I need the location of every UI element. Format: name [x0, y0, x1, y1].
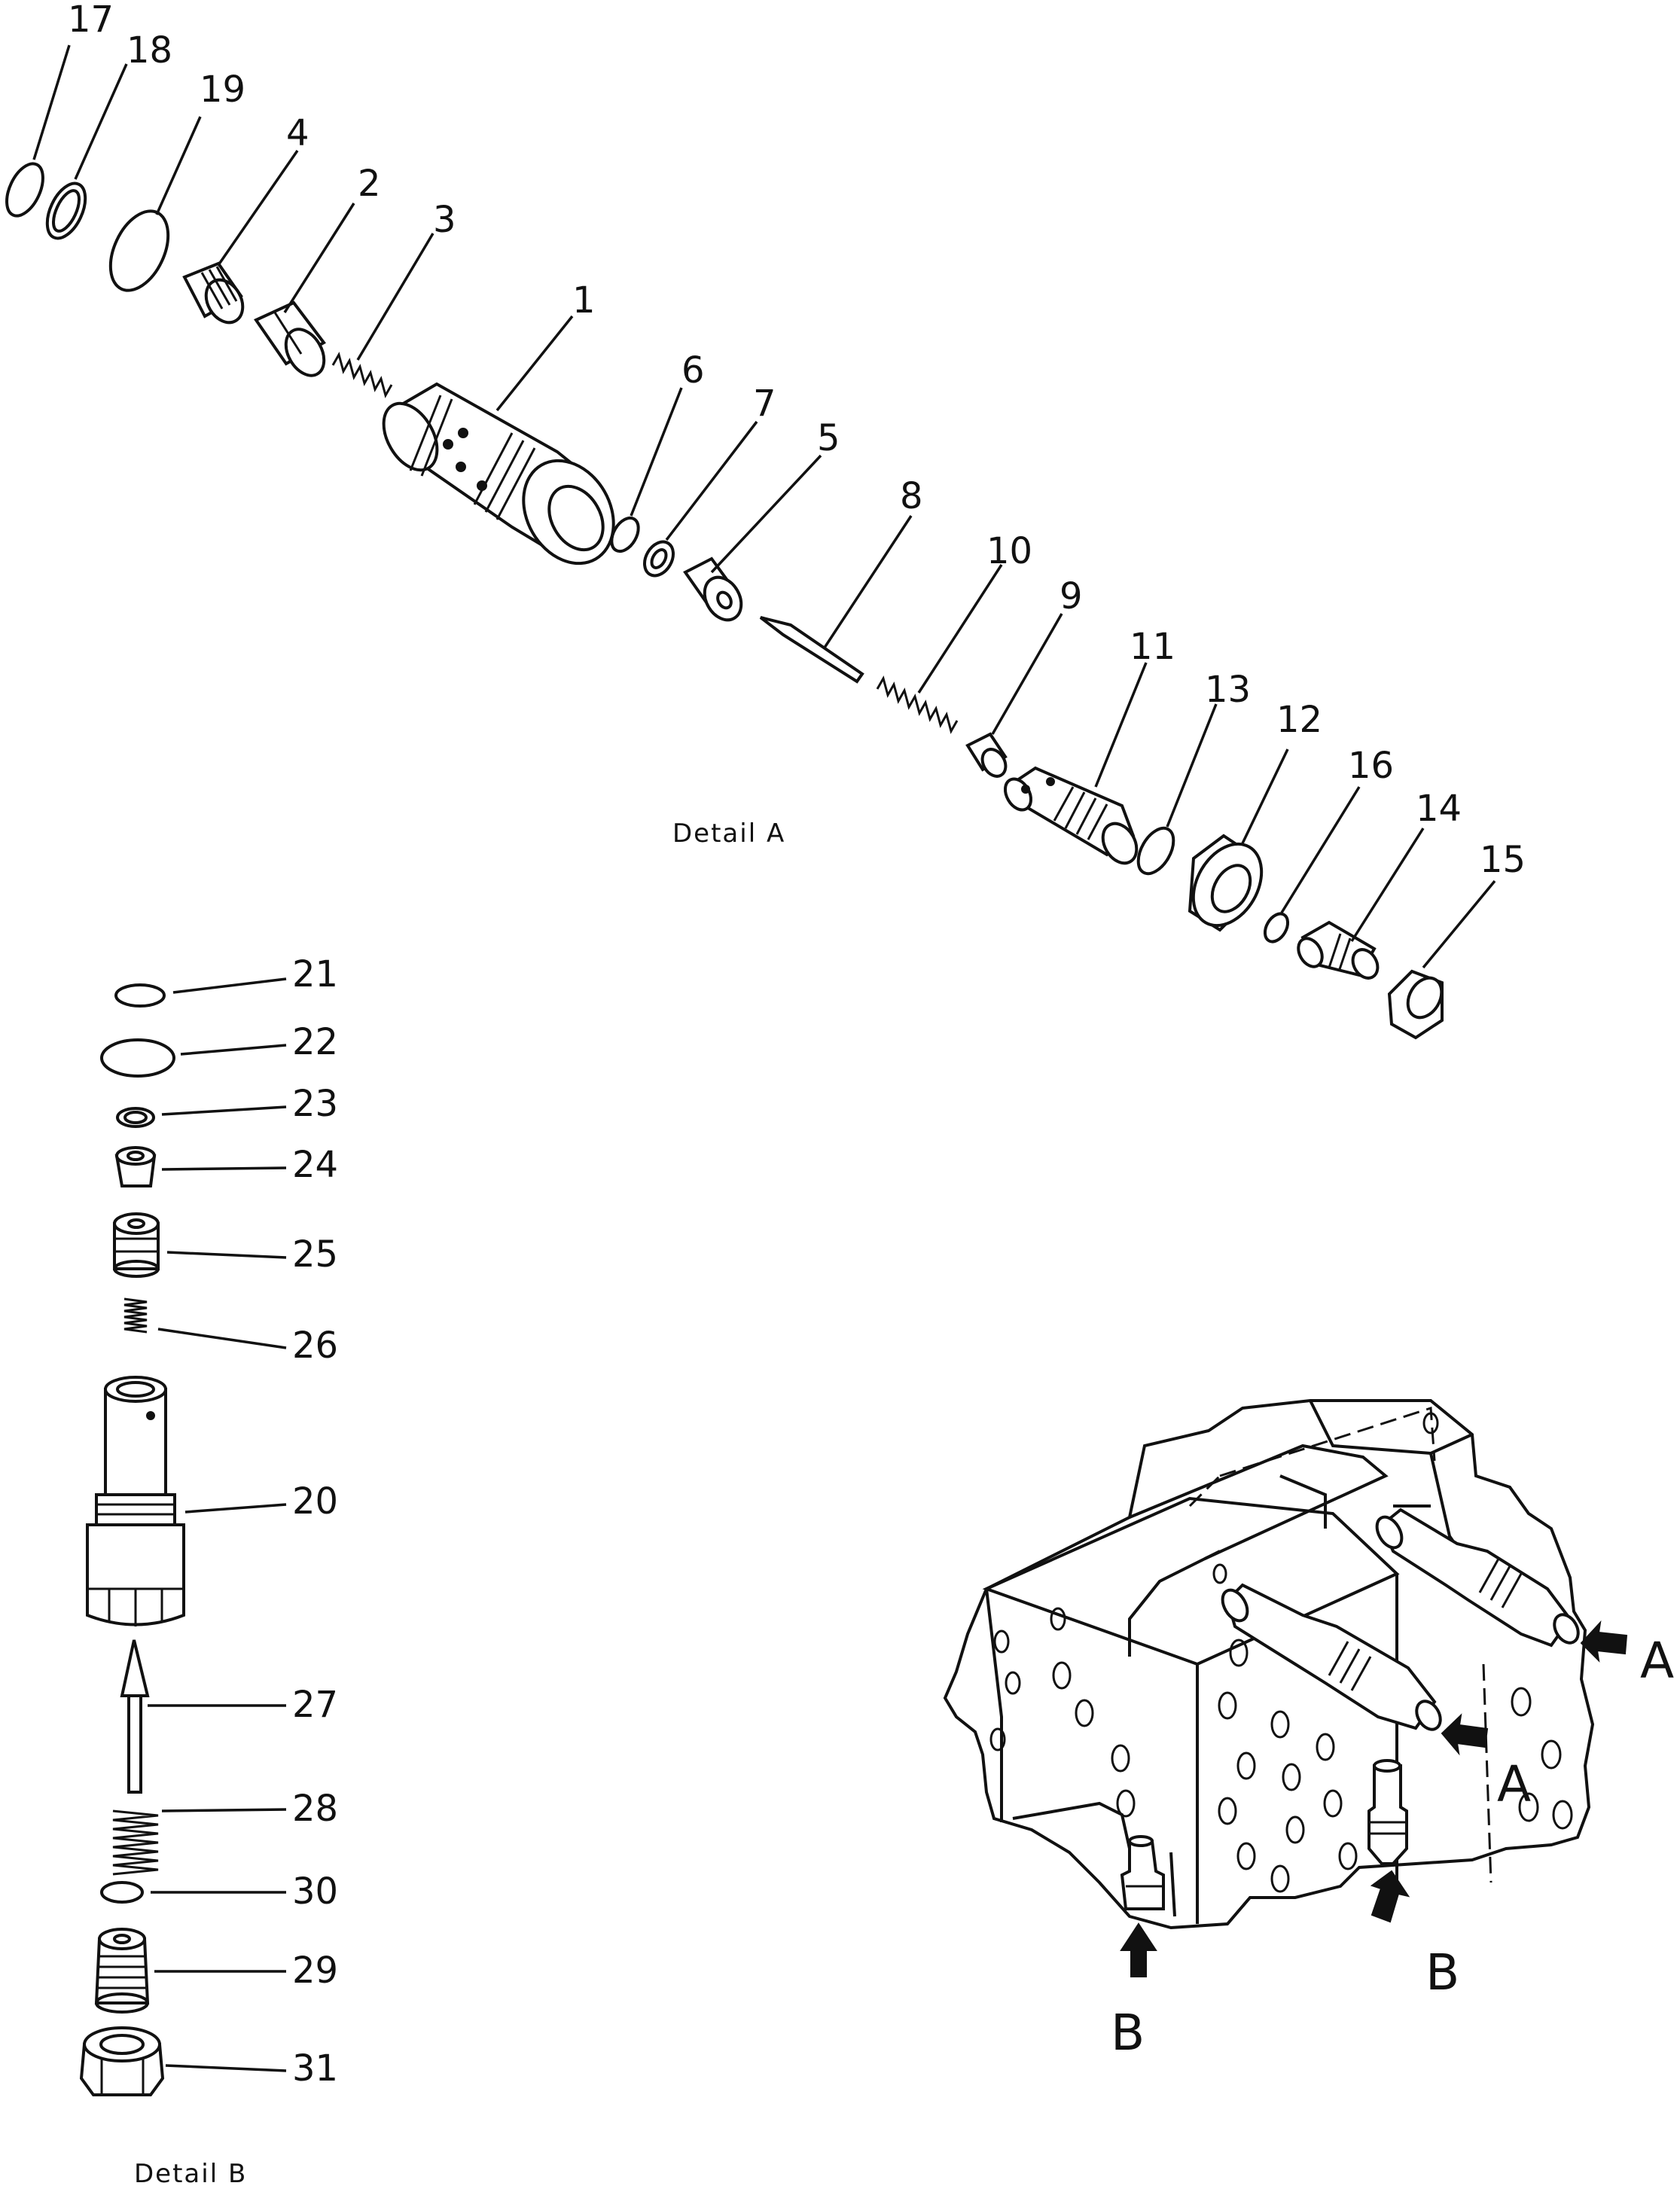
label-22: 22 [292, 1021, 338, 1063]
label-10: 10 [986, 530, 1032, 572]
label-1: 1 [572, 279, 596, 322]
part-2-piston: 2 [254, 163, 381, 377]
detail-a: 17 18 19 4 [5, 0, 1526, 1040]
relief-valve-b-right [1367, 1759, 1408, 1865]
part-24-seat: 24 [114, 1144, 338, 1187]
part-1-valve-body: 1 [382, 279, 615, 566]
label-20: 20 [292, 1480, 338, 1523]
label-14: 14 [1416, 788, 1462, 830]
label-2: 2 [358, 163, 381, 205]
label-23: 23 [292, 1083, 338, 1125]
part-9-poppet: 9 [965, 575, 1083, 778]
part-15-cap-nut: 15 [1387, 839, 1526, 1040]
label-30: 30 [292, 1870, 338, 1913]
label-6: 6 [681, 349, 705, 392]
label-15: 15 [1480, 839, 1526, 881]
part-3-spring: 3 [331, 199, 456, 398]
arrow-a-lower: A [1441, 1713, 1531, 1813]
part-8-needle: 8 [759, 475, 923, 684]
arrow-label-a-lower: A [1497, 1755, 1531, 1813]
part-28-spring: 28 [112, 1788, 338, 1876]
part-21-o-ring: 21 [114, 953, 338, 1008]
part-18-backup-ring: 18 [45, 29, 172, 240]
label-21: 21 [292, 953, 338, 995]
label-25: 25 [292, 1233, 338, 1276]
port-holes [989, 1412, 1573, 1893]
relief-valve-b-left [1120, 1835, 1165, 1910]
part-31-lock-nut: 31 [79, 2026, 338, 2096]
label-12: 12 [1276, 699, 1322, 741]
detail-a-caption: Detail A [672, 819, 785, 849]
part-12-lock-nut: 12 [1188, 699, 1322, 932]
part-30-o-ring: 30 [100, 1870, 338, 1913]
arrow-label-b-right: B [1425, 1943, 1459, 2001]
part-10-spring: 10 [876, 530, 1032, 734]
part-17-o-ring: 17 [5, 0, 114, 218]
detail-b: 21 22 23 24 [79, 953, 338, 2189]
part-11-adjust-screw: 11 [1003, 626, 1175, 865]
part-29-adjust-screw: 29 [94, 1928, 338, 2014]
arrow-label-b-left: B [1111, 2004, 1145, 2062]
arrow-b-right: B [1370, 1870, 1459, 2001]
label-13: 13 [1205, 669, 1251, 711]
label-3: 3 [433, 199, 456, 241]
label-7: 7 [753, 383, 776, 425]
label-27: 27 [292, 1684, 338, 1726]
label-29: 29 [292, 1950, 338, 1992]
detail-b-caption: Detail B [134, 2159, 247, 2189]
part-4-plug: 4 [182, 112, 309, 325]
part-26-spring: 26 [123, 1297, 338, 1367]
part-5-seat: 5 [683, 417, 840, 622]
label-8: 8 [900, 475, 923, 517]
label-11: 11 [1130, 626, 1175, 668]
label-28: 28 [292, 1788, 338, 1830]
part-16-o-ring: 16 [1263, 745, 1394, 944]
label-26: 26 [292, 1325, 338, 1367]
part-19-o-ring: 19 [108, 69, 245, 292]
control-valve-assembly: A A B B [943, 1399, 1674, 2062]
part-14-screw: 14 [1297, 788, 1462, 980]
part-25-piston: 25 [113, 1212, 338, 1278]
label-16: 16 [1348, 745, 1394, 787]
part-13-o-ring: 13 [1136, 669, 1251, 876]
part-6-o-ring: 6 [610, 349, 705, 553]
relief-valve-upper [1375, 1508, 1580, 1648]
label-18: 18 [127, 29, 172, 72]
label-24: 24 [292, 1144, 338, 1186]
arrow-a-upper: A [1580, 1620, 1674, 1690]
arrow-b-left: B [1111, 1922, 1157, 2062]
label-4: 4 [286, 112, 309, 154]
label-9: 9 [1060, 575, 1083, 617]
part-20-valve-body: 20 [86, 1376, 338, 1626]
label-31: 31 [292, 2047, 338, 2090]
label-19: 19 [200, 69, 245, 111]
label-5: 5 [817, 417, 840, 459]
part-7-backup-ring: 7 [643, 383, 776, 578]
relief-valve-lower [1221, 1583, 1442, 1731]
part-23-backup-ring: 23 [116, 1083, 338, 1128]
part-27-needle: 27 [120, 1639, 338, 1794]
part-22-o-ring: 22 [100, 1021, 338, 1078]
arrow-label-a-upper: A [1640, 1632, 1674, 1690]
label-17: 17 [68, 0, 114, 41]
